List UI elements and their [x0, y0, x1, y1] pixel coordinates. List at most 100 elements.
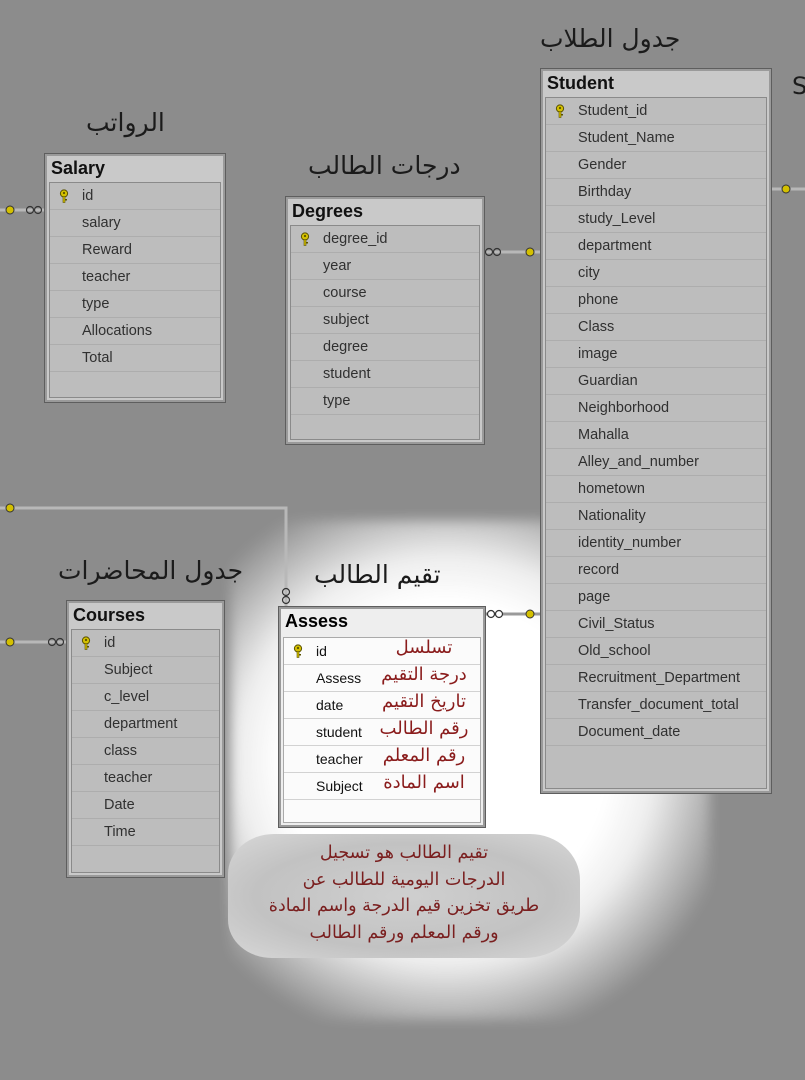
assess-description-callout — [228, 834, 580, 958]
field-name: Alley_and_number — [578, 454, 699, 470]
table-row[interactable]: Subject — [72, 657, 219, 684]
table-row[interactable]: Mahalla — [546, 422, 766, 449]
assess-table-heading: تقيم الطالب — [314, 560, 441, 589]
field-name: Transfer_document_total — [578, 697, 739, 713]
table-row[interactable]: identity_number — [546, 530, 766, 557]
table-row[interactable]: Civil_Status — [546, 611, 766, 638]
table-row[interactable]: Recruitment_Department — [546, 665, 766, 692]
table-row[interactable]: Transfer_document_total — [546, 692, 766, 719]
field-name: Gender — [578, 157, 627, 173]
table-row[interactable]: Birthday — [546, 179, 766, 206]
field-arabic-label: تسلسل — [395, 637, 453, 658]
table-row[interactable]: teacher — [50, 264, 220, 291]
table-row[interactable]: id — [50, 183, 220, 210]
table-row[interactable]: Total — [50, 345, 220, 372]
table-row[interactable]: hometown — [546, 476, 766, 503]
salary-table-heading: الرواتب — [86, 108, 165, 137]
table-row[interactable]: image — [546, 341, 766, 368]
table-row[interactable]: Date — [72, 792, 219, 819]
field-arabic-label: رقم الطالب — [379, 718, 469, 739]
table-row[interactable]: salary — [50, 210, 220, 237]
table-row[interactable]: subject — [291, 307, 479, 334]
table-name: Student — [547, 73, 614, 93]
table-row[interactable]: course — [291, 280, 479, 307]
primary-key-icon — [58, 189, 70, 203]
field-name: salary — [82, 215, 121, 231]
field-name: subject — [323, 312, 369, 328]
field-name: teacher — [104, 770, 153, 786]
field-name: degree — [323, 339, 369, 355]
table-row[interactable]: class — [72, 738, 219, 765]
field-name: Document_date — [578, 724, 681, 740]
field-name: department — [104, 716, 178, 732]
table-row[interactable]: Gender — [546, 152, 766, 179]
primary-key-icon — [554, 104, 566, 118]
field-name: year — [323, 258, 352, 274]
field-name: Birthday — [578, 184, 632, 200]
table-row[interactable]: phone — [546, 287, 766, 314]
table-row[interactable]: Document_date — [546, 719, 766, 746]
table-row[interactable]: degree — [291, 334, 479, 361]
table-row[interactable]: study_Level — [546, 206, 766, 233]
table-row[interactable]: id تسلسل — [284, 637, 480, 665]
field-name: study_Level — [578, 211, 656, 227]
table-row[interactable]: Guardian — [546, 368, 766, 395]
table-row[interactable]: Student_Name — [546, 125, 766, 152]
table-row[interactable]: id — [72, 630, 219, 657]
description-line: طريق تخزين قيم الدرجة واسم المادة — [268, 896, 540, 916]
courses-table-heading: جدول المحاضرات — [58, 556, 244, 585]
field-name: id — [316, 643, 327, 659]
table-row[interactable]: department — [72, 711, 219, 738]
field-name: teacher — [316, 751, 363, 767]
table-row[interactable]: student — [291, 361, 479, 388]
table-row[interactable]: Class — [546, 314, 766, 341]
field-name: image — [578, 346, 618, 362]
table-row[interactable]: Alley_and_number — [546, 449, 766, 476]
table-row[interactable]: page — [546, 584, 766, 611]
field-name: Old_school — [578, 643, 651, 659]
table-row[interactable]: year — [291, 253, 479, 280]
table-row[interactable]: Allocations — [50, 318, 220, 345]
field-name: city — [578, 265, 600, 281]
table-row[interactable]: c_level — [72, 684, 219, 711]
table-row[interactable]: Student_id — [546, 98, 766, 125]
field-name: record — [578, 562, 620, 578]
table-name: Courses — [73, 605, 146, 625]
table-row[interactable]: type — [50, 291, 220, 318]
table-row[interactable]: Nationality — [546, 503, 766, 530]
primary-key-icon — [292, 644, 304, 658]
field-name: Student_id — [578, 103, 648, 119]
table-row[interactable]: record — [546, 557, 766, 584]
table-row[interactable]: city — [546, 260, 766, 287]
table-row[interactable]: Old_school — [546, 638, 766, 665]
table-name: Assess — [285, 611, 349, 631]
table-row[interactable]: type — [291, 388, 479, 415]
field-name: student — [316, 724, 362, 740]
table-row[interactable]: teacher — [72, 765, 219, 792]
field-name: department — [578, 238, 652, 254]
table-name: Salary — [51, 158, 106, 178]
field-name: Guardian — [578, 373, 638, 389]
field-name: Total — [82, 350, 113, 366]
table-row[interactable]: degree_id — [291, 226, 479, 253]
table-row[interactable]: Neighborhood — [546, 395, 766, 422]
field-name: Time — [104, 824, 136, 840]
table-row[interactable]: Time — [72, 819, 219, 846]
table-row[interactable]: Reward — [50, 237, 220, 264]
field-name: course — [323, 285, 367, 301]
table-row[interactable]: department — [546, 233, 766, 260]
field-name: Recruitment_Department — [578, 670, 740, 686]
table-row[interactable]: student رقم الطالب — [284, 718, 480, 746]
student-table-heading: جدول الطلاب — [540, 24, 681, 53]
field-name: Civil_Status — [578, 616, 655, 632]
